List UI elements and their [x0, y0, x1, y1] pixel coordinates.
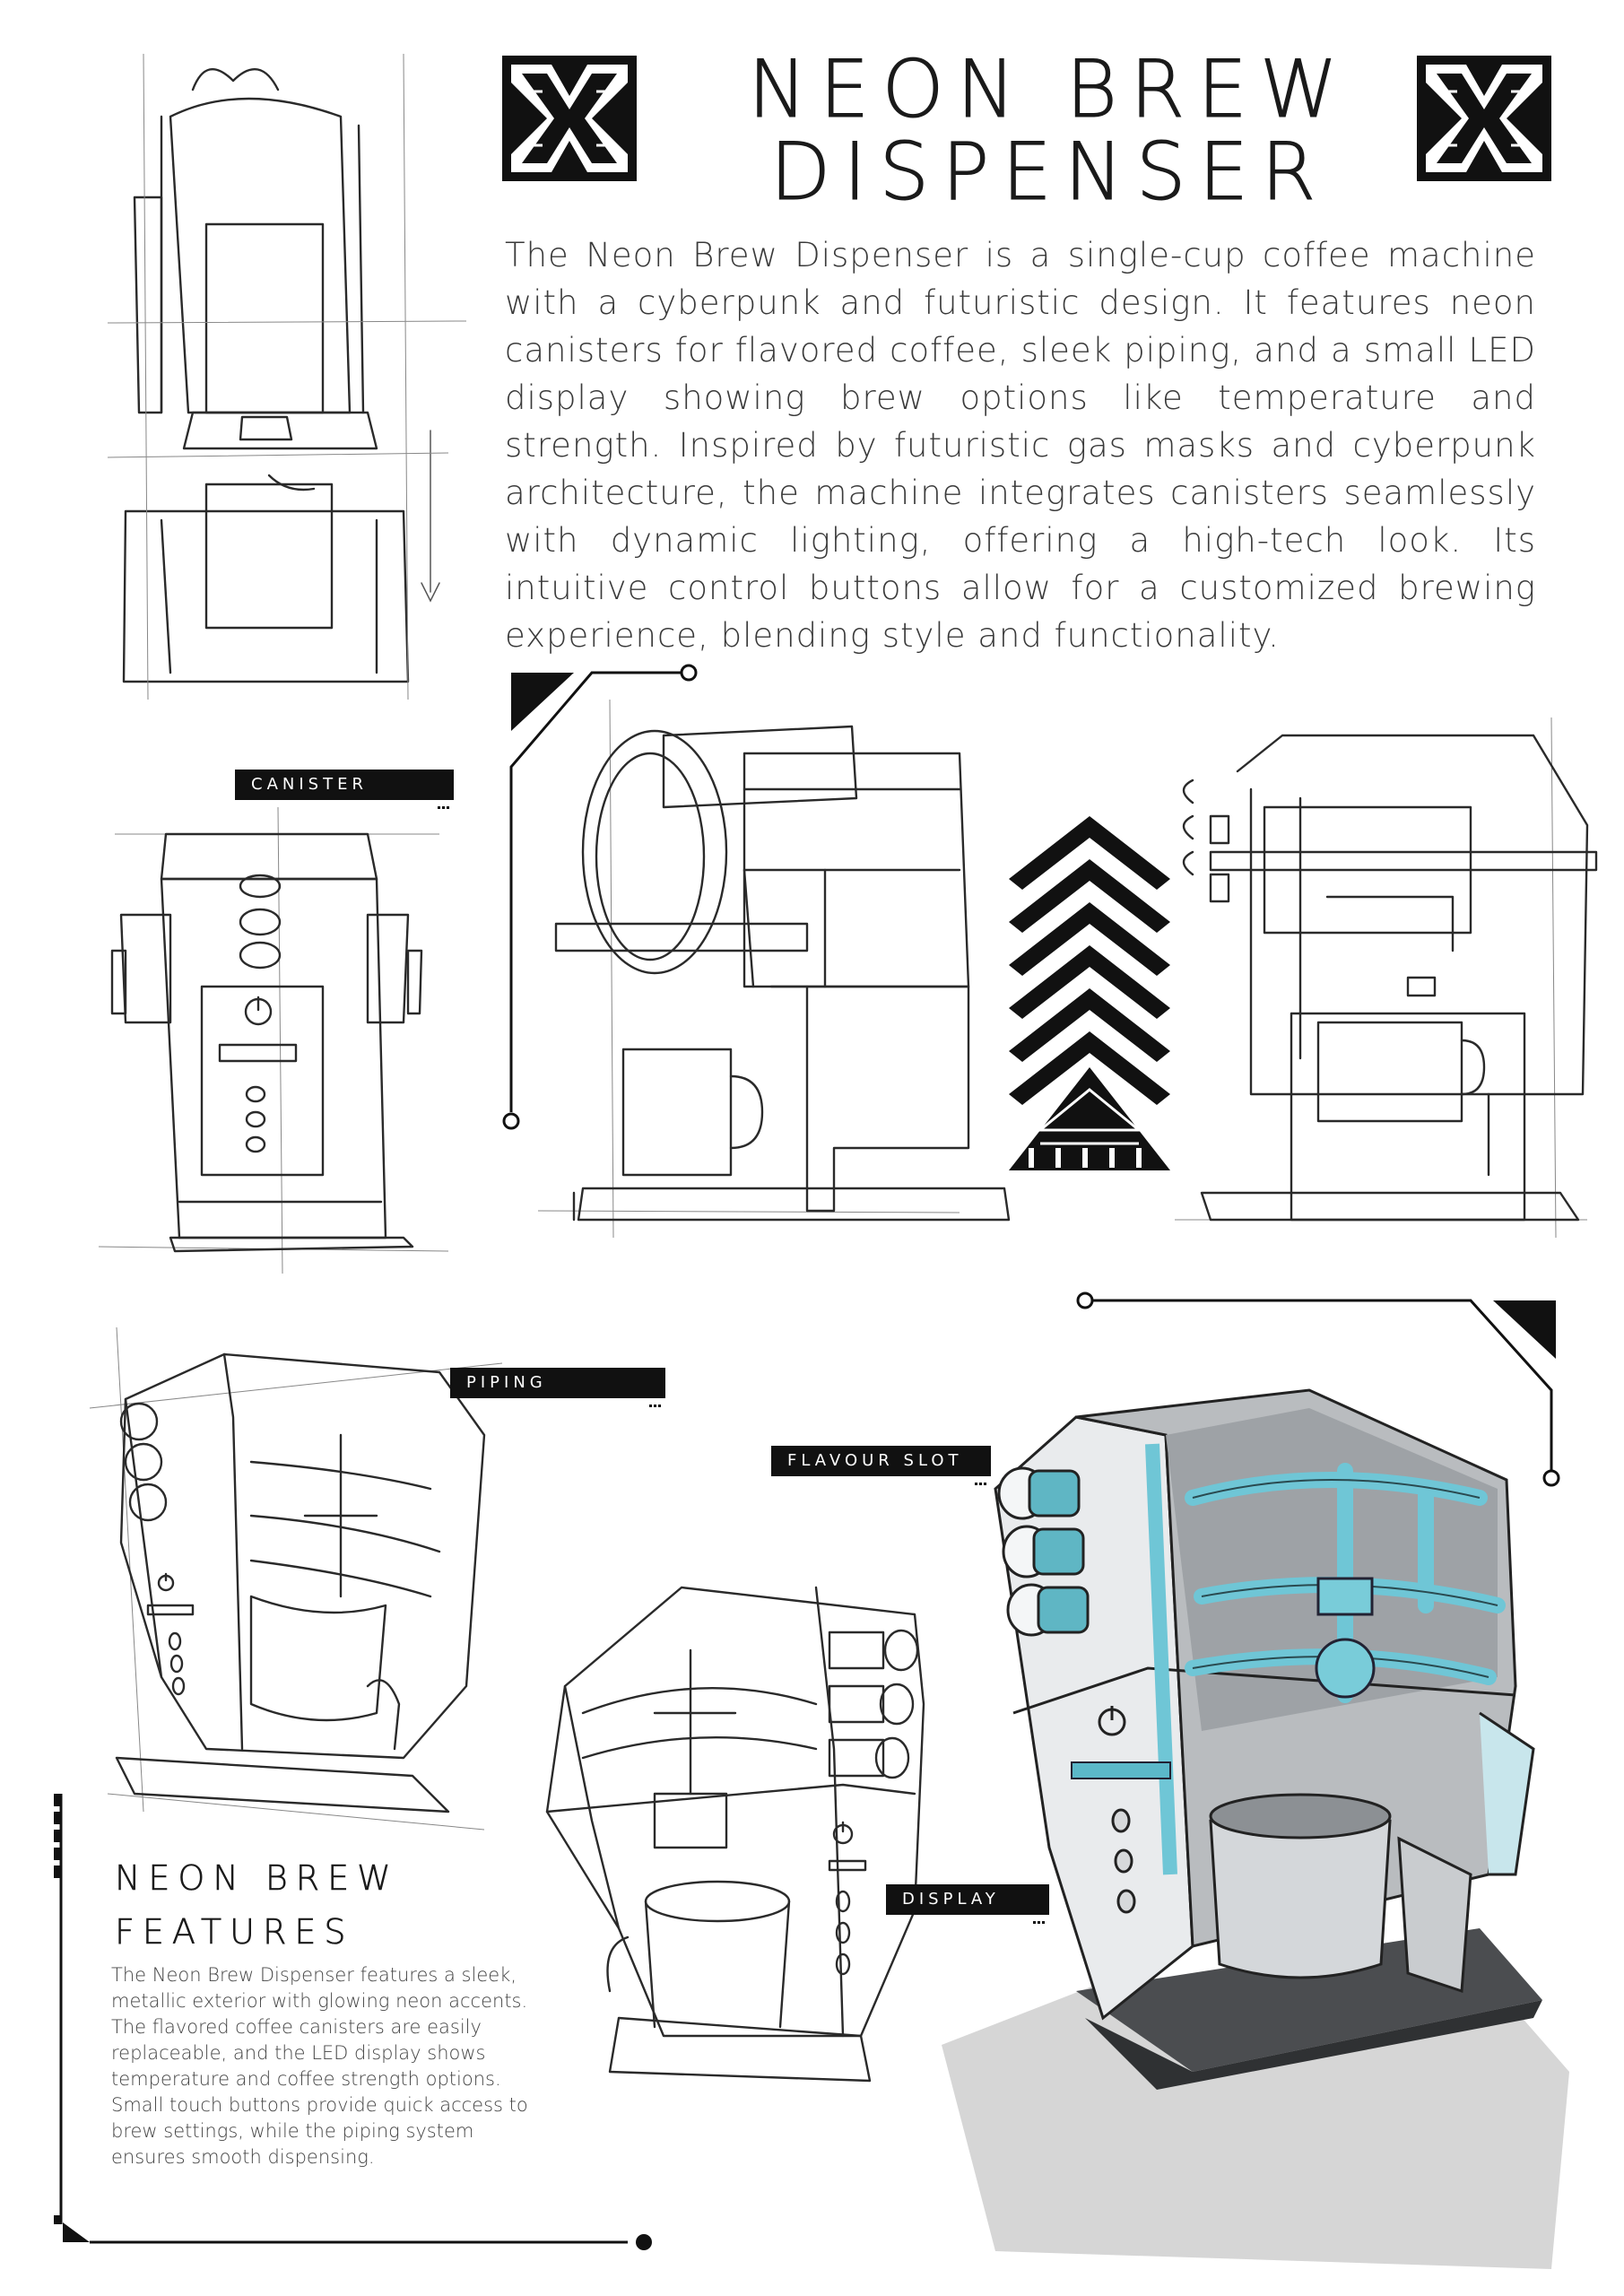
label-display: Display — [886, 1884, 1049, 1924]
label-display-text: Display — [902, 1890, 1000, 1909]
cyber-emblem-right-icon — [1417, 56, 1551, 181]
features-frame — [54, 1794, 652, 2250]
circuit-frame-top — [502, 664, 698, 1130]
sketch-perspective-middle — [545, 1586, 925, 2083]
description-paragraph: The Neon Brew Dispenser is a single-cup … — [505, 236, 1536, 655]
features-heading-line-2: Features — [115, 1912, 354, 1952]
label-flavour-slot-text: Flavour Slot — [787, 1451, 963, 1470]
features-paragraph: The Neon Brew Dispenser features a sleek… — [111, 1964, 528, 2168]
title-line-1: Neon Brew — [748, 43, 1350, 136]
cyber-emblem-left-icon — [502, 56, 637, 181]
chevron-stack-icon — [1009, 816, 1170, 1170]
label-piping: Piping — [450, 1368, 665, 1407]
sketch-side-view-left — [537, 699, 1011, 1239]
label-flavour-slot: Flavour Slot — [771, 1446, 991, 1485]
sketch-perspective-left — [89, 1326, 503, 1831]
label-piping-text: Piping — [466, 1373, 547, 1392]
sketch-canister-front — [98, 806, 449, 1274]
title-line-2: Dispenser — [769, 126, 1329, 219]
label-canister: Canister — [235, 770, 454, 809]
circuit-frame-right — [1076, 1292, 1560, 1487]
features-heading-line-1: Neon Brew — [115, 1858, 399, 1899]
render-colored-dispenser — [942, 1388, 1569, 2269]
sketch-front-view-tall — [107, 53, 467, 700]
label-canister-text: Canister — [251, 775, 368, 794]
sketch-side-view-right — [1175, 717, 1598, 1239]
